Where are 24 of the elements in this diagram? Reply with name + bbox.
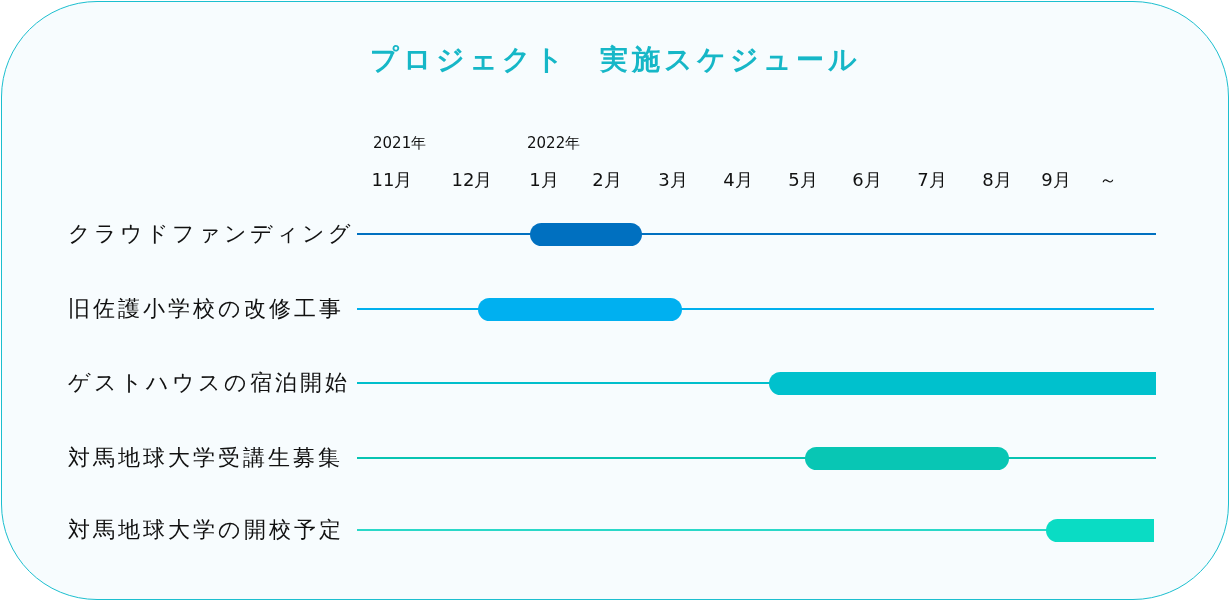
month-label: 11月 — [371, 168, 413, 192]
task-label: 対馬地球大学の開校予定 — [68, 516, 344, 544]
schedule-bar — [805, 446, 1009, 470]
month-label: 6月 — [852, 168, 882, 192]
task-label: 対馬地球大学受講生募集 — [68, 444, 343, 472]
month-label: 9月 — [1041, 168, 1071, 192]
month-label: ～ — [1099, 168, 1117, 192]
schedule-bar — [769, 371, 1156, 395]
task-label: 旧佐護小学校の改修工事 — [68, 295, 344, 323]
month-label: 3月 — [658, 168, 688, 192]
month-label: 7月 — [917, 168, 947, 192]
month-label: 5月 — [788, 168, 818, 192]
month-label: 8月 — [982, 168, 1012, 192]
title: プロジェクト 実施スケジュール — [370, 42, 861, 78]
month-label: 2月 — [592, 168, 622, 192]
year-label: 2022年 — [527, 133, 581, 153]
month-label: 12月 — [451, 168, 493, 192]
task-label: クラウドファンディング — [68, 220, 354, 248]
year-label: 2021年 — [373, 133, 427, 153]
month-label: 4月 — [723, 168, 753, 192]
schedule-bar — [1046, 518, 1154, 542]
month-label: 1月 — [529, 168, 559, 192]
schedule-bar — [478, 297, 682, 321]
task-label: ゲストハウスの宿泊開始 — [68, 369, 350, 397]
